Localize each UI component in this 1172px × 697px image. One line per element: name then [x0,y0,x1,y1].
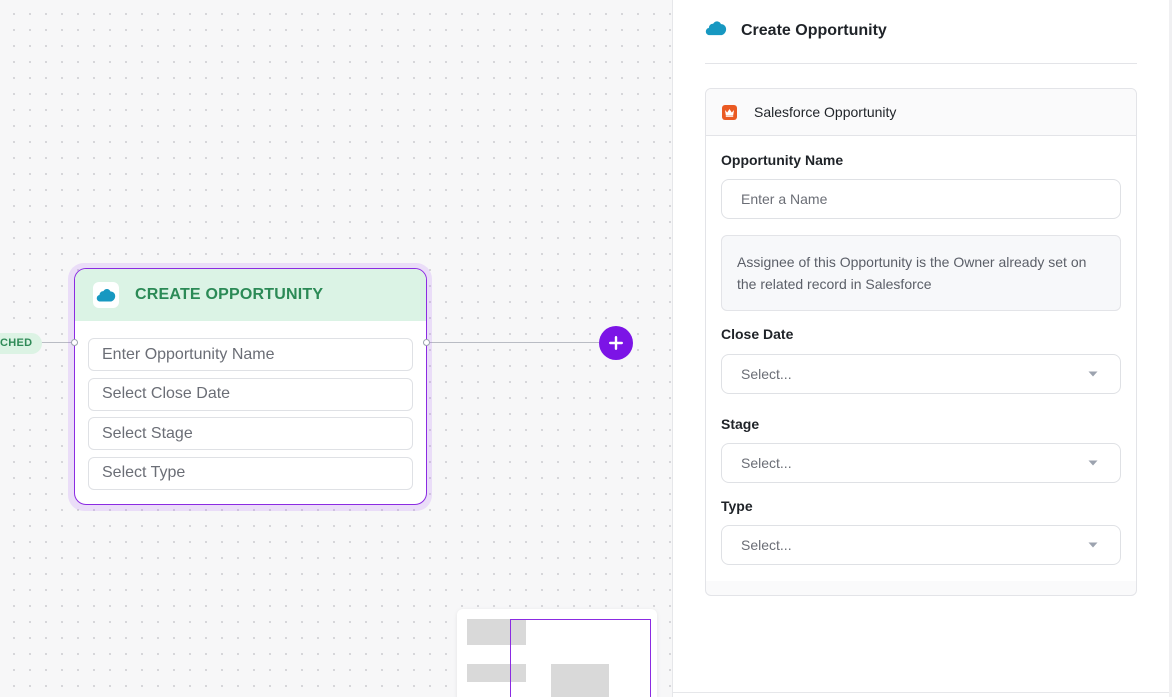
opportunity-name-input[interactable] [721,179,1121,219]
node-field-type[interactable]: Select Type [88,456,413,490]
type-label: Type [721,498,753,514]
stage-select[interactable]: Select... [721,443,1121,483]
salesforce-opportunity-section: Salesforce Opportunity Opportunity Name … [705,88,1137,596]
node-output-handle[interactable] [423,339,430,346]
minimap-viewport[interactable] [510,619,651,697]
close-date-label: Close Date [721,326,794,342]
minimap-node [467,664,526,682]
chevron-down-icon [1088,371,1098,377]
node-field-opportunity-name[interactable]: Enter Opportunity Name [88,338,413,371]
minimap-node [551,664,609,697]
section-title: Salesforce Opportunity [754,104,897,120]
node-header: CREATE OPPORTUNITY [75,269,426,321]
minimap-node [467,619,526,645]
add-step-button[interactable] [599,326,633,360]
node-field-close-date[interactable]: Select Close Date [88,377,413,411]
close-date-value: Select... [741,366,792,382]
close-date-select[interactable]: Select... [721,354,1121,394]
node-field-stage[interactable]: Select Stage [88,417,413,450]
chevron-down-icon [1088,542,1098,548]
chevron-down-icon [1088,460,1098,466]
workflow-canvas[interactable]: CHED CREATE OPPORTUNITY Enter Opportunit… [0,0,672,697]
node-body: Enter Opportunity Name Select Close Date… [75,321,426,490]
section-body: Opportunity Name Assignee of this Opport… [706,136,1136,581]
opportunity-name-label: Opportunity Name [721,152,844,168]
type-value: Select... [741,537,792,553]
salesforce-logo-icon [705,20,727,41]
panel-title: Create Opportunity [741,21,887,39]
panel-header: Create Opportunity [705,20,887,41]
stage-label: Stage [721,416,760,432]
divider [673,692,1172,693]
node-title: CREATE OPPORTUNITY [135,286,324,303]
type-select[interactable]: Select... [721,525,1121,565]
plus-icon [609,336,623,350]
assignee-info-note: Assignee of this Opportunity is the Owne… [721,235,1121,311]
properties-panel: Create Opportunity Salesforce Opportunit… [672,0,1172,697]
trigger-status-pill[interactable]: CHED [0,333,43,354]
create-opportunity-node[interactable]: CREATE OPPORTUNITY Enter Opportunity Nam… [74,268,427,505]
salesforce-logo-icon [93,282,119,308]
crown-icon [722,104,737,120]
stage-value: Select... [741,455,792,471]
divider [705,63,1137,64]
scrollbar-track[interactable] [1169,0,1172,697]
outgoing-edge [427,342,599,343]
minimap[interactable] [457,609,657,697]
section-header: Salesforce Opportunity [706,89,1136,136]
node-input-handle[interactable] [71,339,78,346]
incoming-edge [40,342,74,343]
